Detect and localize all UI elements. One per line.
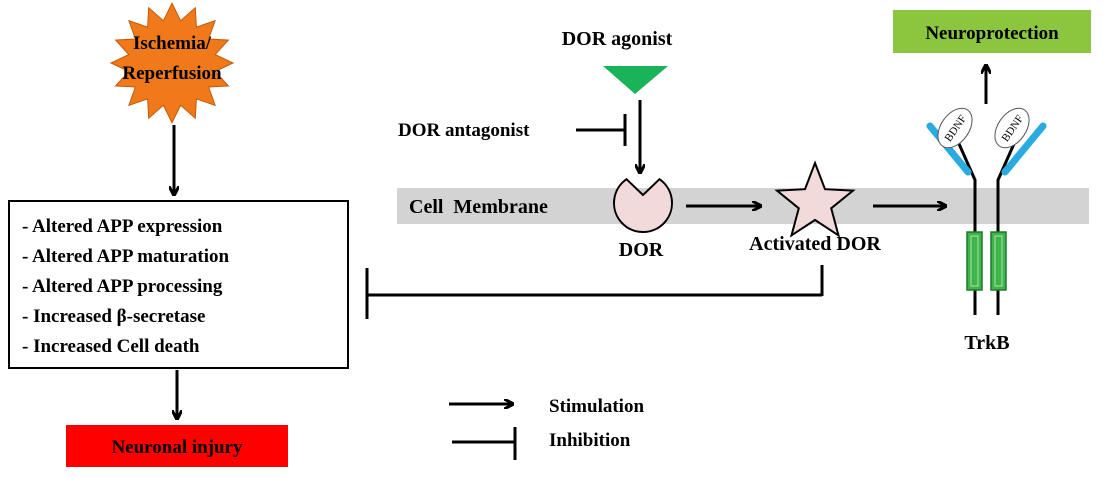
dor-receptor-icon — [613, 177, 673, 233]
legend-stimulation-label: Stimulation — [549, 396, 644, 417]
neuroprotection-box — [893, 10, 1091, 53]
dor-agonist-label: DOR agonist — [562, 28, 673, 50]
effect-item: - Increased Cell death — [22, 336, 200, 357]
neuronal-injury-label: Neuronal injury — [111, 437, 243, 458]
trkb-label: TrkB — [964, 332, 1009, 354]
ischemia-label: Ischemia/ — [133, 33, 212, 54]
neuroprotection-label: Neuroprotection — [925, 23, 1059, 44]
reperfusion-label: Reperfusion — [122, 63, 222, 84]
cell-membrane-label: Cell Membrane — [409, 196, 548, 218]
dor-antagonist-label: DOR antagonist — [398, 120, 530, 141]
bdnf-right-icon: BDNF — [994, 107, 1030, 149]
effect-item: - Altered APP processing — [22, 276, 223, 297]
effect-item: - Increased β-secretase — [22, 306, 205, 327]
agonist-triangle — [603, 66, 668, 94]
ischemia-starburst: Ischemia/ Reperfusion — [109, 2, 235, 124]
effects-box — [8, 200, 349, 369]
effect-item: - Altered APP maturation — [22, 246, 229, 267]
effect-item: - Altered APP expression — [22, 216, 223, 237]
dor-label: DOR — [619, 239, 664, 261]
activated-dor-star-icon — [774, 160, 856, 238]
bdnf-left-icon: BDNF — [937, 107, 973, 149]
neuronal-injury-box — [66, 425, 288, 467]
activated-dor-label: Activated DOR — [749, 233, 881, 255]
legend-inhibition-label: Inhibition — [549, 430, 631, 451]
